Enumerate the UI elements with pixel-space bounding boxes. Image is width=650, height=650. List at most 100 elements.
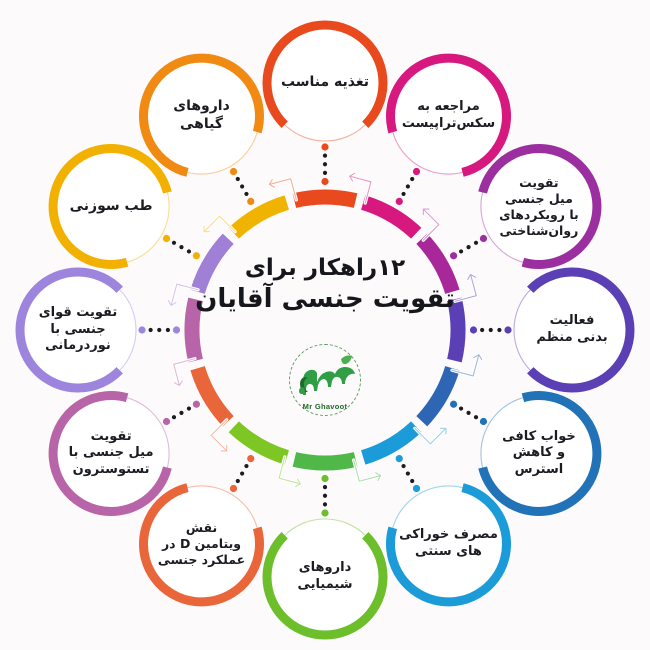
connector-dot-6-5: [412, 484, 421, 493]
connector-dot-8-5: [229, 484, 238, 493]
connector-dot-2-1: [395, 197, 403, 205]
connector-dot-2-5: [412, 167, 421, 176]
ring-segment-3: [416, 233, 460, 295]
connector-dot-5-4: [473, 415, 479, 420]
connector-dot-7-4: [322, 502, 328, 507]
node-ring-arc-2: [386, 53, 511, 177]
connector-dot-3-1: [450, 252, 458, 260]
connector-dot-12-2: [244, 191, 249, 197]
connector-dot-12-1: [247, 197, 255, 205]
connector-dot-1-1: [321, 177, 329, 186]
connector-dot-8-1: [247, 455, 255, 463]
connector-dot-7-1: [321, 474, 329, 483]
connector-dot-10-2: [165, 327, 170, 333]
center-title-line-2: تقویت جنسی آقایان: [195, 284, 455, 315]
logo-mark-icon: [299, 355, 355, 395]
connector-dot-10-1: [172, 326, 181, 334]
connector-dot-2-3: [405, 184, 410, 189]
connector-dot-4-5: [504, 326, 512, 334]
ring-segment-6: [360, 421, 422, 465]
connector-dot-11-1: [192, 252, 200, 260]
connector-dot-4-2: [480, 327, 485, 333]
connector-dot-1-4: [322, 153, 328, 158]
ring-segment-9: [190, 365, 234, 427]
connector-dot-5-2: [458, 406, 464, 411]
node-label-11: طب سوزنی: [69, 197, 153, 214]
center-ring: [184, 189, 466, 471]
connector-dot-1-3: [322, 162, 328, 167]
node-circle-rings: [15, 20, 635, 640]
node-circle-11[interactable]: طب سوزنی: [50, 146, 172, 268]
node-ring-arc-3: [478, 144, 602, 269]
connector-dot-9-1: [192, 400, 200, 408]
logo-brand-text: Mr Ghavoot: [302, 402, 348, 411]
ring-segment-8: [228, 421, 290, 465]
node-ring-arc-6: [386, 483, 511, 607]
ring-segment-7: [292, 452, 358, 471]
node-label-1: تغذیه مناسب: [280, 74, 370, 91]
node-ring-arc-12: [139, 53, 264, 177]
connector-dot-4-3: [488, 327, 493, 333]
connector-dot-7-3: [322, 493, 328, 498]
ring-gap-bracket-2: [348, 171, 373, 205]
connector-dot-9-2: [186, 406, 192, 411]
ring-gap-bracket-12: [202, 214, 237, 234]
connector-dot-5-5: [479, 417, 488, 426]
connector-dot-12-5: [229, 167, 238, 176]
connector-dot-9-4: [171, 415, 177, 420]
connector-dot-3-3: [466, 245, 471, 250]
connector-dot-3-2: [458, 249, 464, 254]
connector-dot-11-4: [171, 240, 177, 245]
connector-dot-8-3: [240, 471, 245, 476]
ring-gap-bracket-1: [267, 177, 298, 202]
node-circle-1[interactable]: تغذیه مناسب: [264, 22, 386, 144]
brand-logo: Mr Ghavoot: [287, 342, 363, 418]
connector-dot-6-3: [405, 471, 410, 476]
connector-dot-6-4: [410, 478, 415, 484]
connector-dot-10-4: [148, 327, 153, 333]
node-ring-arc-9: [48, 391, 172, 516]
connector-dot-3-4: [473, 240, 479, 245]
ring-segment-11: [190, 233, 234, 295]
connector-dot-9-5: [162, 417, 171, 426]
ring-gap-bracket-6: [413, 426, 448, 446]
connector-dot-5-3: [466, 410, 471, 415]
node-ring-arc-8: [139, 483, 264, 607]
ring-segment-10: [184, 297, 203, 363]
node-ring-arc-5: [478, 391, 602, 516]
ring-segment-4: [447, 297, 466, 363]
connector-dot-10-3: [157, 327, 162, 333]
connector-dot-12-4: [235, 176, 240, 182]
connector-dot-7-5: [321, 509, 329, 517]
center-title: ۱۲راهکار برای تقویت جنسی آقایان: [175, 250, 475, 320]
ring-segment-2: [360, 195, 422, 239]
node-ring-arc-11: [48, 144, 172, 269]
connector-dot-2-4: [410, 176, 415, 182]
connector-dot-5-1: [450, 400, 458, 408]
ring-gap-bracket-9: [209, 418, 229, 453]
node-ring-arc-4: [527, 267, 635, 393]
connector-dot-11-3: [179, 245, 184, 250]
ring-gap-bracket-10: [172, 357, 197, 388]
connector-dot-1-2: [322, 170, 328, 175]
connector-dot-8-2: [244, 463, 249, 469]
node-ring-arc-7: [262, 532, 388, 640]
